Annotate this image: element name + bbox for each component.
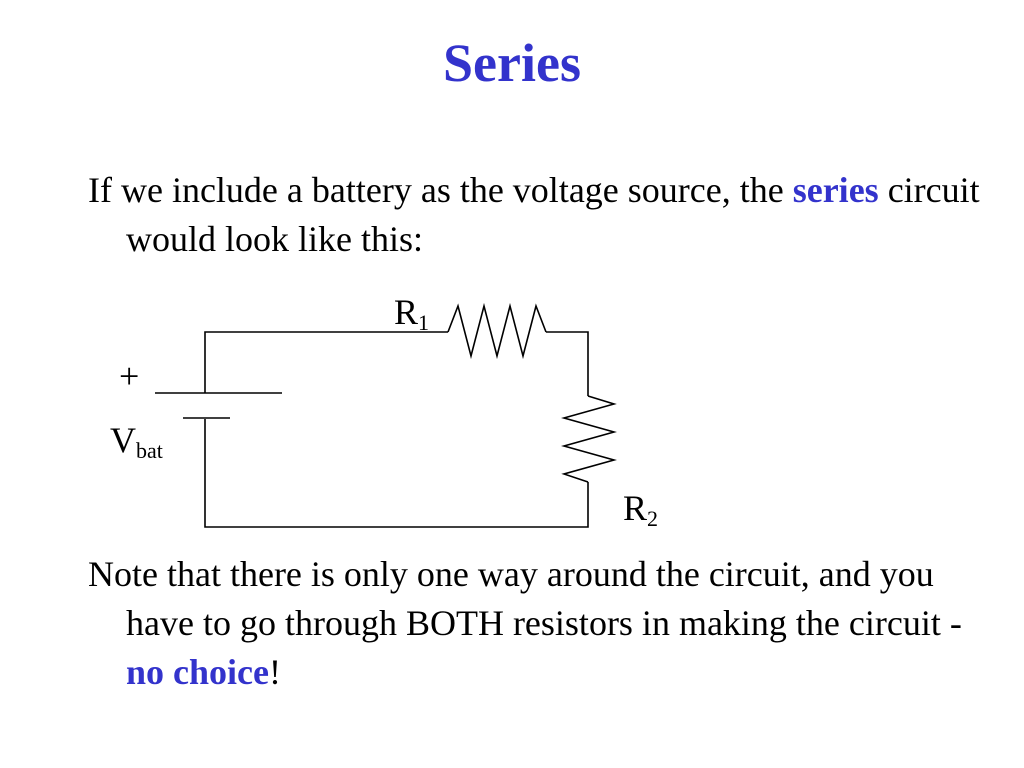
note-text-before: Note that there is only one way around t… <box>88 554 962 643</box>
wire-top-left <box>204 331 448 393</box>
wire-top-right <box>546 331 589 396</box>
resistor-r2 <box>561 395 617 483</box>
intro-text-after: circuit would look like this: <box>126 170 980 259</box>
resistor-r1 <box>447 302 547 360</box>
series-highlight: series <box>792 170 879 210</box>
note-paragraph: Note that there is only one way around t… <box>88 550 986 697</box>
label-plus: + <box>119 356 140 396</box>
slide-title: Series <box>443 33 581 93</box>
wire-bottom <box>204 419 589 528</box>
intro-text-before: If we include a battery as the voltage s… <box>88 170 793 210</box>
label-r1: R1 <box>394 292 430 335</box>
note-text-after: ! <box>268 652 281 692</box>
intro-paragraph: If we include a battery as the voltage s… <box>88 166 986 264</box>
label-r2: R2 <box>623 488 659 531</box>
no-choice-highlight: no choice <box>126 652 269 692</box>
label-vbat: Vbat <box>110 420 163 463</box>
